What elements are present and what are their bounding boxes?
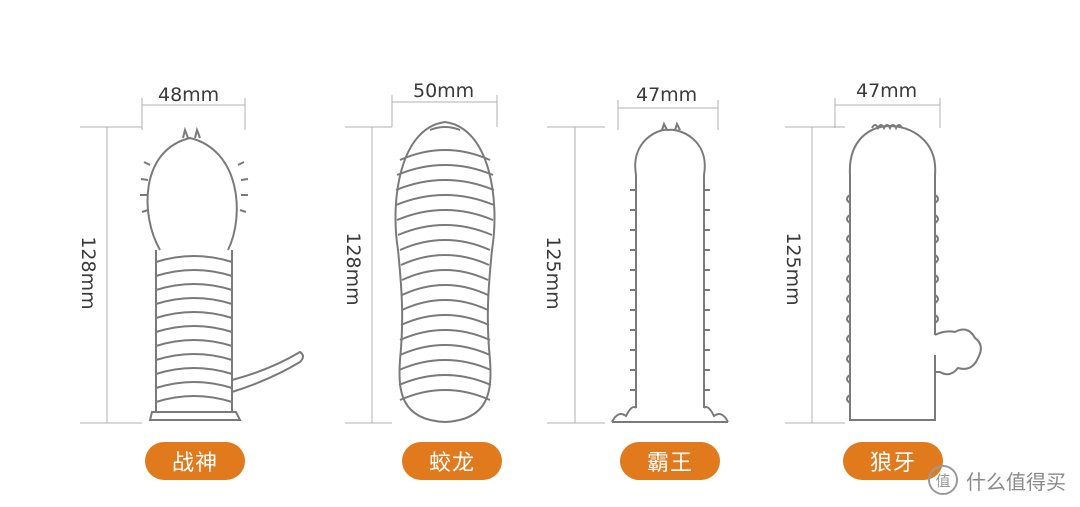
- watermark-badge-icon: 值: [928, 465, 958, 495]
- product-name-pill-langya: 狼牙: [843, 442, 943, 480]
- height-label-langya: 125mm: [782, 232, 804, 306]
- height-label-jiaolong: 128mm: [342, 232, 364, 306]
- product-illustration-jiaolong: [345, 95, 498, 424]
- watermark: 值 什么值得买: [928, 465, 1066, 495]
- product-illustration-bawang: [547, 100, 729, 424]
- product-name: 蛟龙: [428, 451, 475, 476]
- width-label-zhanshen: 48mm: [158, 84, 220, 106]
- watermark-text: 什么值得买: [966, 469, 1066, 494]
- product-name: 狼牙: [869, 451, 916, 476]
- product-illustration-zhanshen: [80, 98, 304, 424]
- width-label-jiaolong: 50mm: [413, 80, 475, 102]
- product-name: 战神: [171, 451, 218, 476]
- height-label-bawang: 125mm: [542, 236, 564, 310]
- product-name: 霸王: [646, 451, 693, 476]
- product-name-pill-bawang: 霸王: [620, 442, 720, 480]
- width-label-bawang: 47mm: [636, 84, 698, 106]
- product-name-pill-zhanshen: 战神: [145, 442, 245, 480]
- height-label-zhanshen: 128mm: [77, 236, 99, 310]
- product-name-pill-jiaolong: 蛟龙: [402, 442, 502, 480]
- width-label-langya: 47mm: [856, 80, 918, 102]
- product-illustration-langya: [785, 98, 982, 424]
